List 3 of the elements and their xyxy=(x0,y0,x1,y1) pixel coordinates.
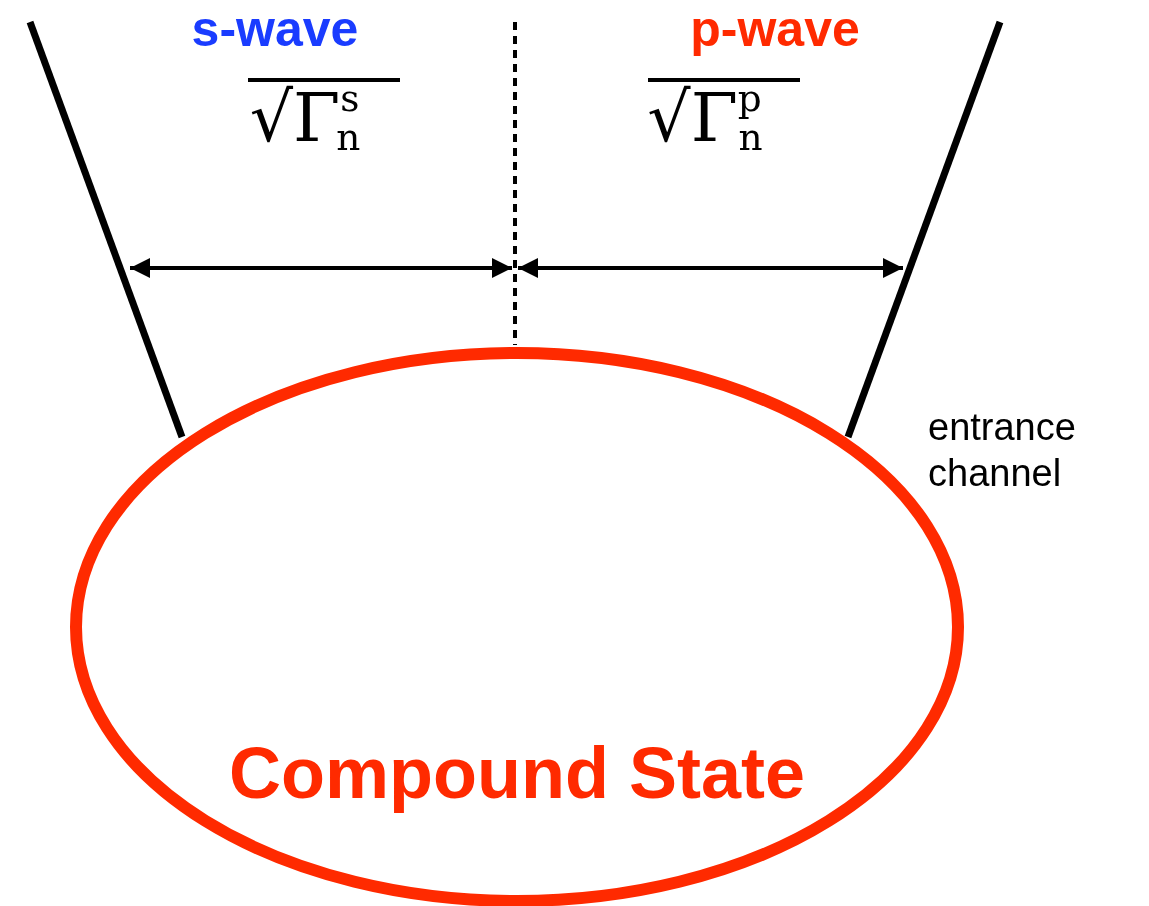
channel-label: entrance channel xyxy=(928,405,1077,496)
wave-label: p-wave xyxy=(690,4,860,54)
wave-label: s-wave xyxy=(191,4,359,54)
